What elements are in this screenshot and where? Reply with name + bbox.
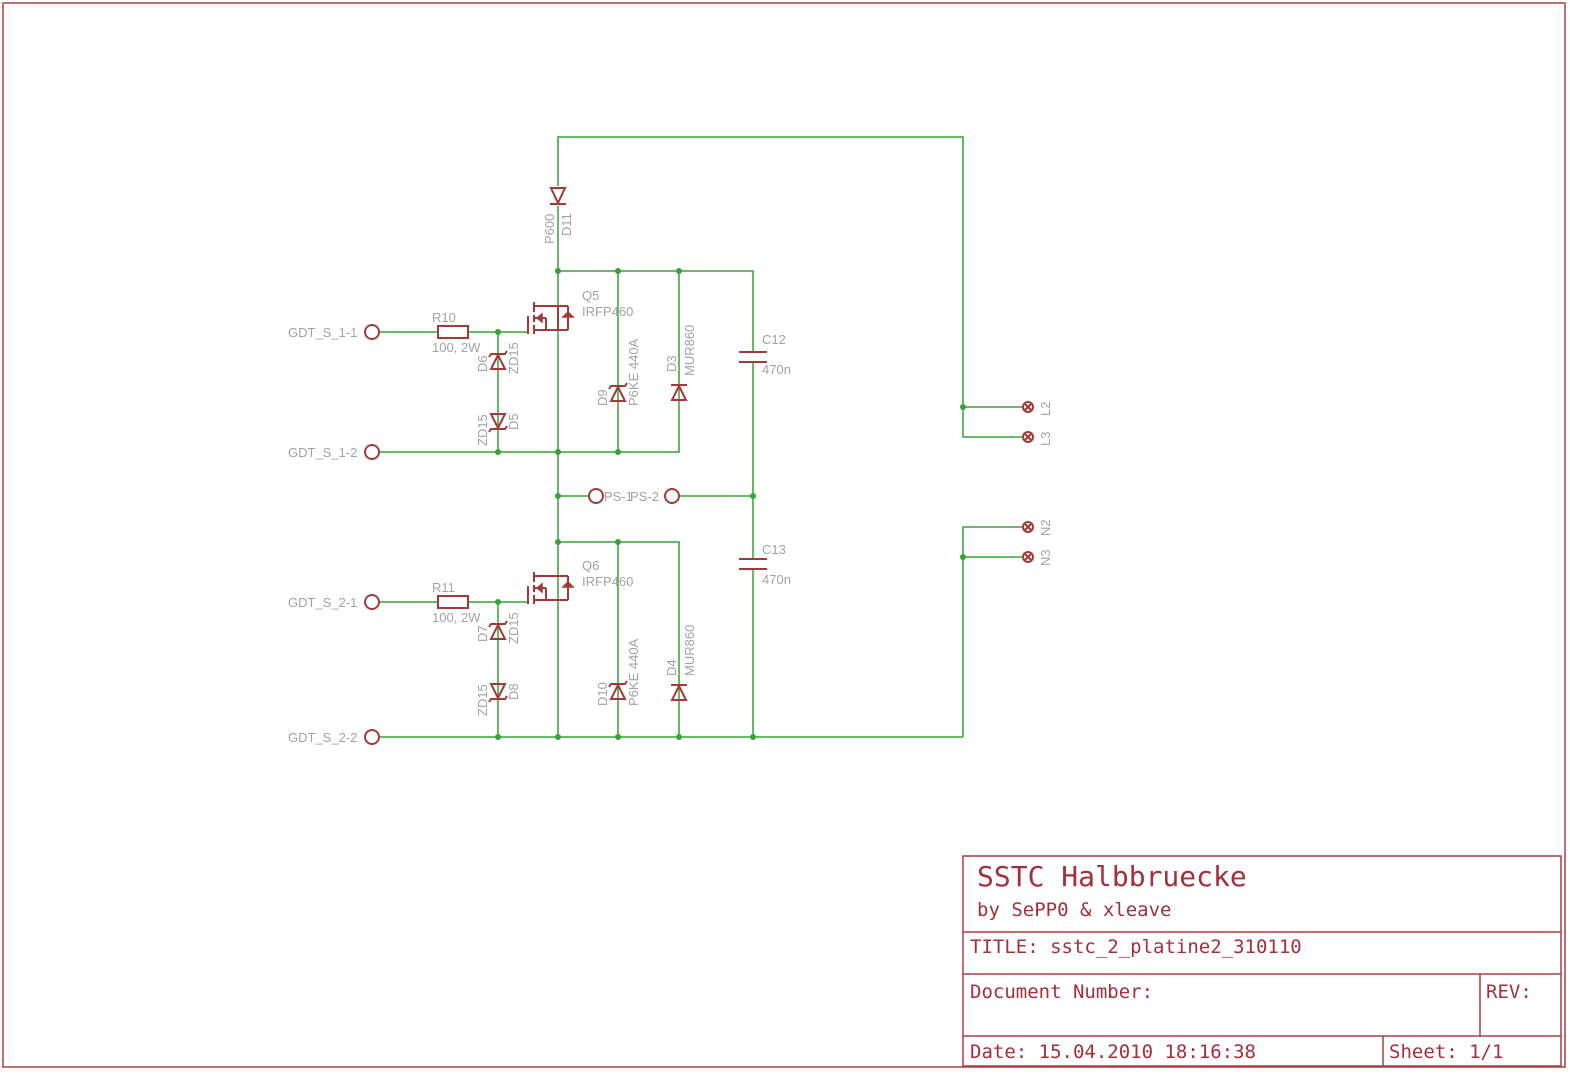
tvs-d9: D9 P6KE 440A <box>595 338 641 406</box>
d4-name: D4 <box>664 659 679 676</box>
diode-d11: P600 D11 <box>542 187 574 244</box>
d11-name: D11 <box>559 213 574 236</box>
pad-gdt-s-1-1 <box>364 324 380 340</box>
d3-name: D3 <box>664 355 679 372</box>
d5-value: ZD15 <box>475 414 490 446</box>
date-field: Date: 15.04.2010 18:16:38 <box>970 1041 1256 1063</box>
output-terminals: L2 L3 N2 N3 <box>1022 401 1053 566</box>
wires <box>380 136 1022 738</box>
document-number-field: Document Number: <box>970 981 1153 1003</box>
d7-name: D7 <box>475 625 490 642</box>
label-l3: L3 <box>1038 432 1053 446</box>
title-field: TITLE: sstc_2_platine2_310110 <box>970 936 1302 958</box>
c13-name: C13 <box>762 542 786 557</box>
terminal-n3: N3 <box>1022 549 1053 566</box>
pad-gdt-s-1-2 <box>364 444 380 460</box>
mosfet-q6: Q6 IRFP460 <box>527 558 633 604</box>
d4-value: MUR860 <box>682 625 697 676</box>
title-text: SSTC Halbbruecke <box>977 860 1247 893</box>
label-n2: N2 <box>1038 519 1053 536</box>
label-gdt-s-1-1: GDT_S_1-1 <box>288 325 357 340</box>
rev-field: REV: <box>1486 981 1532 1003</box>
label-ps-1: PS-1 <box>604 489 633 504</box>
terminal-n2: N2 <box>1022 519 1053 536</box>
pad-gdt-s-2-2 <box>364 729 380 745</box>
d10-name: D10 <box>595 682 610 706</box>
label-n3: N3 <box>1038 549 1053 566</box>
diode-d3: D3 MUR860 <box>664 325 697 401</box>
pad-gdt-s-2-1 <box>364 594 380 610</box>
q5-name: Q5 <box>582 288 599 303</box>
d10-value: P6KE 440A <box>626 638 641 706</box>
capacitor-c13: C13 470n <box>739 542 791 587</box>
junctions <box>495 268 966 740</box>
mosfet-q5: Q5 IRFP460 <box>527 288 633 334</box>
d3-value: MUR860 <box>682 325 697 376</box>
zener-d5: ZD15 D5 <box>475 413 521 446</box>
zener-d7: D7 ZD15 <box>475 612 521 644</box>
d8-name: D8 <box>506 683 521 700</box>
c12-value: 470n <box>762 362 791 377</box>
subtitle-text: by SePP0 & xleave <box>977 899 1171 921</box>
resistor-r11: R11 100, 2W <box>432 580 481 625</box>
label-l2: L2 <box>1038 402 1053 416</box>
d9-value: P6KE 440A <box>626 338 641 406</box>
d11-value: P600 <box>542 214 557 244</box>
tvs-d10: D10 P6KE 440A <box>595 638 641 706</box>
r11-name: R11 <box>432 580 455 595</box>
label-ps-2: PS-2 <box>630 489 659 504</box>
zener-d8: ZD15 D8 <box>475 683 521 716</box>
q6-name: Q6 <box>582 558 599 573</box>
title-block: SSTC Halbbruecke by SePP0 & xleave TITLE… <box>962 855 1562 1067</box>
r10-value: 100, 2W <box>432 340 481 355</box>
r11-value: 100, 2W <box>432 610 481 625</box>
d5-name: D5 <box>506 413 521 430</box>
label-gdt-s-2-2: GDT_S_2-2 <box>288 730 357 745</box>
terminal-l2: L2 <box>1022 401 1053 416</box>
diode-d4: D4 MUR860 <box>664 625 697 701</box>
label-gdt-s-2-1: GDT_S_2-1 <box>288 595 357 610</box>
q6-value: IRFP460 <box>582 574 633 589</box>
c12-name: C12 <box>762 332 786 347</box>
pad-ps-1 <box>588 488 604 504</box>
d6-name: D6 <box>475 355 490 372</box>
resistor-r10: R10 100, 2W <box>432 310 481 355</box>
pad-ps-2 <box>664 488 680 504</box>
sheet-field: Sheet: 1/1 <box>1389 1041 1503 1063</box>
capacitor-c12: C12 470n <box>739 332 791 377</box>
r10-name: R10 <box>432 310 456 325</box>
terminal-l3: L3 <box>1022 431 1053 446</box>
q5-value: IRFP460 <box>582 304 633 319</box>
d9-name: D9 <box>595 389 610 406</box>
gate-pads: GDT_S_1-1 GDT_S_1-2 GDT_S_2-1 GDT_S_2-2 … <box>288 324 680 745</box>
label-gdt-s-1-2: GDT_S_1-2 <box>288 445 357 460</box>
d7-value: ZD15 <box>506 612 521 644</box>
c13-value: 470n <box>762 572 791 587</box>
d8-value: ZD15 <box>475 684 490 716</box>
zener-d6: D6 ZD15 <box>475 342 521 374</box>
d6-value: ZD15 <box>506 342 521 374</box>
